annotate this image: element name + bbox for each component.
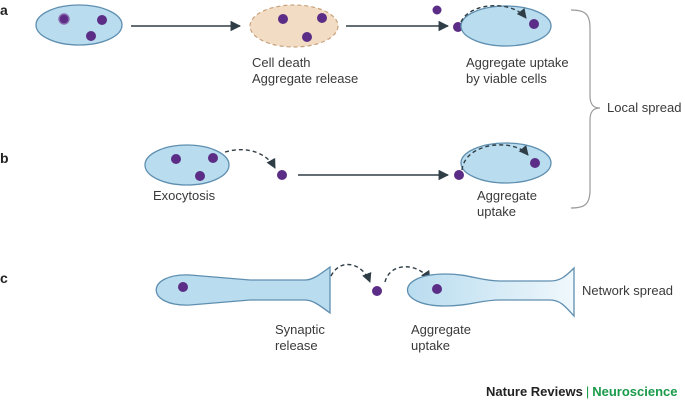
- panel-letter-a: a: [0, 2, 8, 18]
- label-network-spread: Network spread: [582, 283, 674, 298]
- healthy-cell-a: [35, 4, 123, 46]
- aggregate-dot: [86, 31, 96, 41]
- dying-cell: [249, 4, 339, 48]
- aggregate-dot: [208, 153, 218, 163]
- aggregate-dot: [97, 15, 107, 25]
- panel-letter-c: c: [0, 270, 8, 286]
- journal-section: Neuroscience: [592, 384, 678, 399]
- label-aggregate-uptake-b: Aggregate uptake: [477, 188, 537, 219]
- panel-c: [155, 263, 575, 318]
- aggregate-dot: [432, 284, 442, 294]
- secreting-cell: [144, 144, 230, 186]
- aggregate-dot: [317, 13, 327, 23]
- free-aggregate-dot: [432, 5, 442, 15]
- credit-separator: |: [585, 384, 590, 399]
- aggregate-dot: [454, 170, 464, 180]
- label-cell-death: Cell death Aggregate release: [252, 55, 359, 86]
- synaptic-aggregate-dot: [372, 286, 382, 296]
- exocytosis-dashed-arrow: [224, 149, 276, 169]
- aggregate-dot: [529, 19, 539, 29]
- panel-b: [144, 142, 552, 186]
- aggregate-dot: [195, 171, 205, 181]
- aggregate-dot: [58, 13, 70, 25]
- uptake-dashed-arrow-a: [460, 5, 527, 23]
- aggregate-dot: [171, 154, 181, 164]
- journal-credit: Nature Reviews|Neuroscience: [486, 384, 677, 399]
- aggregate-dot: [530, 158, 540, 168]
- released-aggregate-dot: [277, 170, 287, 180]
- journal-name: Nature Reviews: [486, 384, 583, 399]
- panel-letter-b: b: [0, 150, 9, 166]
- postsynaptic-neuron: [406, 266, 575, 318]
- viable-cell-a: [460, 5, 552, 47]
- label-local-spread: Local spread: [607, 100, 682, 115]
- aggregate-dot: [178, 282, 188, 292]
- synaptic-release-dashed-arrow: [330, 263, 372, 283]
- presynaptic-neuron: [155, 265, 331, 315]
- label-aggregate-uptake-c: Aggregate uptake: [411, 322, 471, 353]
- uptake-dashed-arrow-b: [461, 144, 529, 171]
- label-exocytosis: Exocytosis: [153, 188, 216, 203]
- local-spread-bracket: [570, 9, 601, 209]
- label-synaptic-release: Synaptic release: [275, 322, 325, 353]
- panel-a: [35, 4, 552, 48]
- label-aggregate-uptake-viable: Aggregate uptake by viable cells: [466, 55, 569, 86]
- aggregate-dot: [302, 32, 312, 42]
- aggregate-dot: [278, 14, 288, 24]
